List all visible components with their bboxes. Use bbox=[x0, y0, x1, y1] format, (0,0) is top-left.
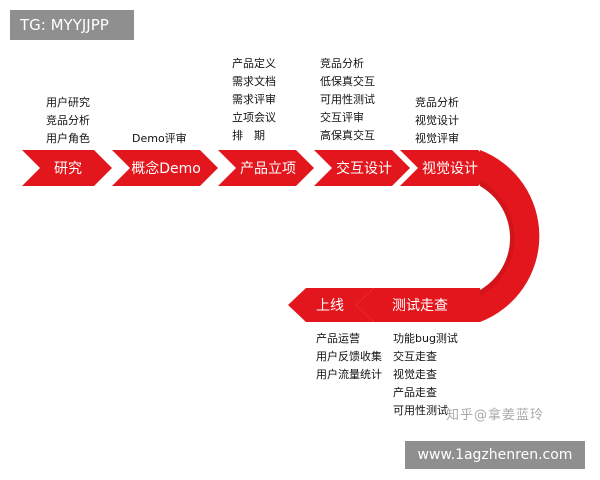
stage-label-interaction-design: 交互设计 bbox=[336, 161, 392, 177]
list-item: 视觉走查 bbox=[393, 368, 437, 381]
list-concept-demo: Demo评审 bbox=[132, 130, 187, 148]
list-item: Demo评审 bbox=[132, 132, 187, 145]
stage-label-research: 研究 bbox=[54, 161, 82, 177]
list-item: 视觉设计 bbox=[415, 114, 459, 127]
stage-label-visual-design: 视觉设计 bbox=[422, 161, 478, 177]
stage-label-test-review: 测试走查 bbox=[392, 298, 448, 314]
chevron-test-review bbox=[356, 288, 480, 322]
url-watermark: www.1agzhenren.com bbox=[405, 441, 585, 469]
list-project-setup: 产品定义 需求文档 需求评审 立项会议 排 期 bbox=[232, 55, 276, 145]
list-item: 交互评审 bbox=[320, 111, 364, 124]
chevron-concept-demo bbox=[112, 150, 218, 186]
stage-label-concept-demo: 概念Demo bbox=[131, 161, 201, 177]
list-item: 产品运营 bbox=[316, 332, 360, 345]
chevron-research bbox=[22, 150, 112, 186]
list-item: 可用性测试 bbox=[393, 404, 448, 417]
list-item: 产品走查 bbox=[393, 386, 437, 399]
list-item: 产品定义 bbox=[232, 57, 276, 70]
chevron-launch bbox=[288, 288, 374, 322]
list-research: 用户研究 竞品分析 用户角色 bbox=[46, 94, 90, 148]
list-launch: 产品运营 用户反馈收集 用户流量统计 bbox=[316, 330, 382, 384]
list-item: 用户研究 bbox=[46, 96, 90, 109]
list-item: 竞品分析 bbox=[46, 114, 90, 127]
list-item: 交互走查 bbox=[393, 350, 437, 363]
curve-development-band bbox=[480, 150, 540, 322]
stage-label-launch: 上线 bbox=[316, 298, 344, 314]
list-item: 高保真交互 bbox=[320, 129, 375, 142]
chevron-interaction-design bbox=[314, 150, 410, 186]
list-visual-design: 竞品分析 视觉设计 视觉评审 bbox=[415, 94, 459, 148]
list-item: 用户反馈收集 bbox=[316, 350, 382, 363]
list-test-review: 功能bug测试 交互走查 视觉走查 产品走查 可用性测试 bbox=[393, 330, 458, 420]
list-item: 需求文档 bbox=[232, 75, 276, 88]
list-item: 排 期 bbox=[232, 129, 265, 142]
curve-inner-shadow bbox=[480, 180, 515, 296]
stage-label-project-setup: 产品立项 bbox=[240, 161, 296, 177]
list-item: 用户角色 bbox=[46, 132, 90, 145]
list-item: 可用性测试 bbox=[320, 93, 375, 106]
list-item: 竞品分析 bbox=[320, 57, 364, 70]
list-item: 视觉评审 bbox=[415, 132, 459, 145]
list-item: 功能bug测试 bbox=[393, 332, 458, 345]
tg-tag: TG: MYYJJPP bbox=[10, 10, 134, 40]
list-item: 立项会议 bbox=[232, 111, 276, 124]
list-item: 用户流量统计 bbox=[316, 368, 382, 381]
zhihu-watermark: 知乎@拿姜蓝玲 bbox=[446, 408, 545, 423]
chevron-visual-design bbox=[400, 150, 500, 186]
list-item: 需求评审 bbox=[232, 93, 276, 106]
list-item: 低保真交互 bbox=[320, 75, 375, 88]
list-item: 竞品分析 bbox=[415, 96, 459, 109]
chevron-project-setup bbox=[218, 150, 314, 186]
list-interaction-design: 竞品分析 低保真交互 可用性测试 交互评审 高保真交互 bbox=[320, 55, 375, 145]
